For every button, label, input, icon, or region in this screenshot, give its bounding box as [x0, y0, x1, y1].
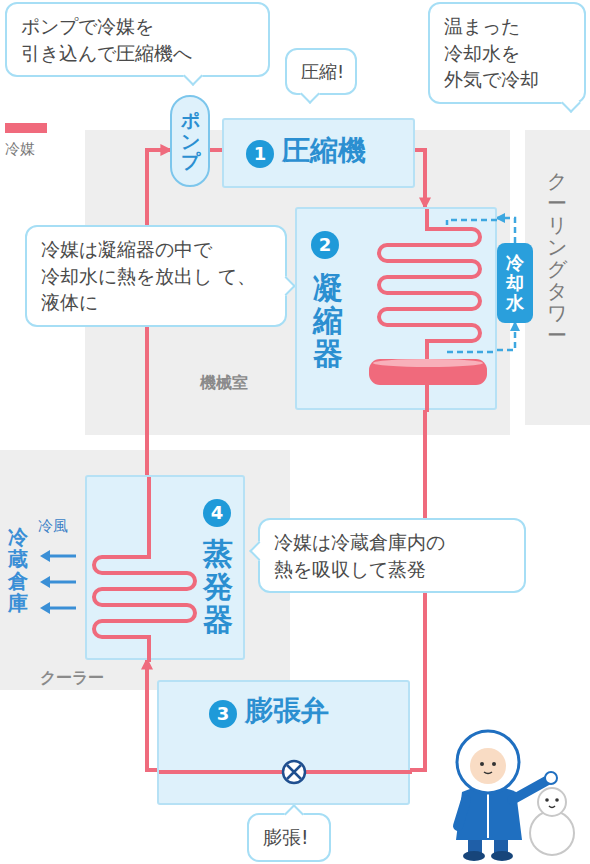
cooler-area: クーラー 4 蒸発器 [0, 450, 290, 690]
compressor-box: 1 圧縮機 [222, 118, 415, 188]
refrigerant-pipe [210, 148, 222, 152]
callout-text: 温まった 冷却水を 外気で冷却 [444, 13, 570, 93]
callout-tail [183, 66, 203, 86]
pump-label: ポンプ [181, 110, 200, 173]
cooling-water: 冷却水 [497, 243, 533, 323]
refrigerant-pipe [415, 150, 425, 207]
condenser-box: 2 凝縮器 [295, 207, 497, 410]
callout-bubble: 温まった 冷却水を 外気で冷却 [428, 2, 586, 104]
callout-text: 冷媒は冷蔵倉庫内の 熱を吸収して蒸発 [274, 529, 510, 582]
refrigerant-pipe [147, 660, 157, 770]
callout-text: 膨張! [263, 824, 315, 851]
box-title: 機械室 [200, 373, 248, 394]
callout-bubble: ポンプで冷媒を 引き込んで圧縮機へ [5, 2, 270, 77]
callout-bubble: 膨張! [247, 813, 331, 862]
water-pipe [497, 323, 515, 350]
callout-number: 1 [246, 140, 274, 168]
box-title: 膨張弁 [245, 694, 329, 728]
box-title: 凝縮器 [313, 271, 343, 370]
box-title: クーラー [40, 668, 104, 689]
kid-and-snowman [456, 731, 574, 861]
cold-air-arrows [40, 550, 76, 614]
pump: ポンプ [170, 95, 210, 187]
evaporator-box: 4 蒸発器 [85, 475, 245, 660]
callout-number: 4 [203, 499, 231, 527]
water-pipe [497, 218, 515, 243]
callout-text: ポンプで冷媒を 引き込んで圧縮機へ [21, 13, 254, 66]
cooling-tower: クーリングタワー [525, 130, 590, 425]
cooler-area [0, 450, 290, 690]
callout-tail [284, 804, 304, 824]
callout-tail [561, 93, 581, 113]
callout-number: 2 [311, 231, 339, 259]
callout-bubble: 冷媒は冷蔵倉庫内の 熱を吸収して蒸発 [258, 518, 526, 593]
callout-bubble: 圧縮! [285, 48, 357, 95]
callout-bubble: 冷媒は凝縮器の中で 冷却水に熱を放出し て、液体に [25, 225, 287, 327]
callout-number: 3 [209, 700, 237, 728]
box-title: 圧縮機 [282, 134, 366, 168]
callout-text: 冷媒は凝縮器の中で 冷却水に熱を放出し て、液体に [41, 236, 271, 316]
storage-label: 冷蔵倉庫 [8, 526, 28, 614]
tower-area [525, 130, 590, 425]
water-label: 冷却水 [506, 253, 524, 312]
box-title: クーリングタワー [547, 170, 567, 346]
legend-text: 冷媒 [5, 140, 35, 159]
expansion-valve-box: 3 膨張弁 [157, 680, 410, 805]
callout-tail [300, 84, 320, 104]
air-label: 冷風 [38, 517, 68, 536]
legend-swatch [5, 123, 47, 133]
callout-text: 圧縮! [301, 59, 341, 84]
box-title: 蒸発器 [203, 537, 233, 636]
